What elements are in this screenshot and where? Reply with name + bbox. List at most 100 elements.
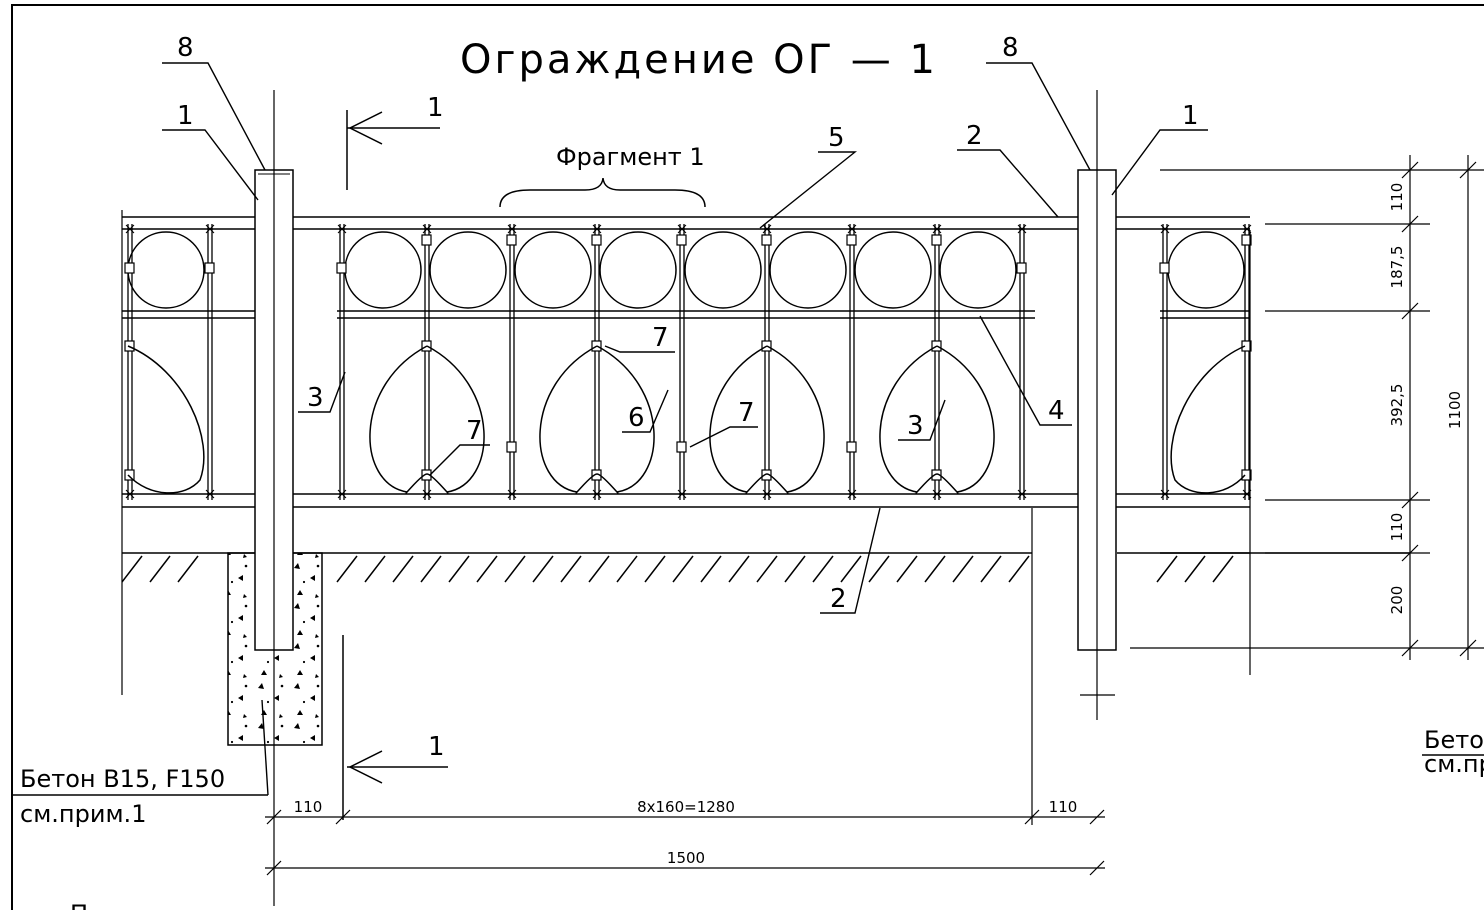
ground-hatch-stroke bbox=[728, 555, 750, 583]
clamp-bracket bbox=[124, 469, 135, 481]
ring-ornament bbox=[429, 231, 507, 309]
vdim-187-5: 187,5 bbox=[1388, 246, 1406, 289]
callout-post-left: 8 bbox=[177, 33, 194, 63]
fragment-label: Фрагмент 1 bbox=[556, 143, 705, 171]
ground-hatch-stroke bbox=[1008, 555, 1030, 583]
vdim-110-top: 110 bbox=[1388, 183, 1406, 212]
concrete-note: Бетон В15, F150 bbox=[20, 765, 225, 793]
heart-ornament-half-left bbox=[127, 345, 205, 494]
ring-ornament bbox=[599, 231, 677, 309]
dimension-tick bbox=[1401, 639, 1419, 657]
weld-mark bbox=[932, 489, 942, 499]
clamp-bracket bbox=[1241, 469, 1252, 481]
section-marker-top bbox=[346, 110, 440, 190]
callout-post-right: 8 bbox=[1002, 33, 1019, 63]
ground-hatch-stroke bbox=[868, 555, 890, 583]
heart-ornament bbox=[879, 345, 995, 494]
dimension-tick bbox=[1401, 215, 1419, 233]
ground-hatch-stroke bbox=[588, 555, 610, 583]
clamp-bracket bbox=[931, 234, 942, 246]
clamp-bracket bbox=[761, 234, 772, 246]
see-note-right: см.пр bbox=[1424, 750, 1484, 778]
clamp-bracket bbox=[421, 234, 432, 246]
ground-hatch-stroke bbox=[1212, 555, 1234, 583]
clamp-bracket bbox=[1241, 340, 1252, 352]
weld-mark bbox=[337, 224, 347, 234]
ground-hatch-stroke bbox=[420, 555, 442, 583]
ground-hatch-stroke bbox=[364, 555, 386, 583]
dimension-tick bbox=[266, 809, 282, 825]
ground-hatch-stroke bbox=[756, 555, 778, 583]
callout-clamp-b: 7 bbox=[738, 398, 755, 428]
weld-mark bbox=[507, 489, 517, 499]
clamp-bracket bbox=[506, 441, 517, 453]
ring-ornament bbox=[514, 231, 592, 309]
ground-hatch-stroke bbox=[812, 555, 834, 583]
ground-hatch-stroke bbox=[121, 555, 143, 583]
ring-ornament bbox=[1167, 231, 1245, 309]
clamp-bracket bbox=[591, 234, 602, 246]
weld-mark bbox=[592, 489, 602, 499]
ring-ornament bbox=[684, 231, 762, 309]
clamp-bracket bbox=[204, 262, 215, 274]
weld-mark bbox=[592, 224, 602, 234]
hdim-110-left: 110 bbox=[294, 798, 323, 816]
dimension-tick bbox=[1401, 544, 1419, 562]
ground-hatch-stroke bbox=[476, 555, 498, 583]
clamp-bracket bbox=[676, 234, 687, 246]
weld-mark bbox=[422, 489, 432, 499]
weld-mark bbox=[847, 489, 857, 499]
see-note: см.прим.1 bbox=[20, 800, 146, 828]
callout-midrail: 4 bbox=[1048, 396, 1065, 426]
dimension-tick bbox=[1401, 161, 1419, 179]
vdim-1100: 1100 bbox=[1446, 391, 1464, 429]
ground-hatch-stroke bbox=[644, 555, 666, 583]
vdim-110-bottom: 110 bbox=[1388, 513, 1406, 542]
posts bbox=[254, 90, 1117, 906]
section-marker-bottom bbox=[342, 635, 448, 820]
weld-mark bbox=[677, 224, 687, 234]
heart-ornament bbox=[539, 345, 655, 494]
drawing-frame bbox=[11, 4, 1484, 910]
ground-hatch-stroke bbox=[840, 555, 862, 583]
ground-hatch-stroke bbox=[1156, 555, 1178, 583]
clamp-bracket bbox=[846, 441, 857, 453]
callout-one-left: 1 bbox=[177, 101, 194, 131]
ground-hatch-stroke bbox=[1184, 555, 1206, 583]
weld-mark bbox=[677, 489, 687, 499]
callout-leaders bbox=[162, 62, 1208, 614]
callout-one-right: 1 bbox=[1182, 101, 1199, 131]
ring-ornament bbox=[344, 231, 422, 309]
dimension-tick bbox=[1401, 302, 1419, 320]
hdim-1280: 8х160=1280 bbox=[637, 798, 735, 816]
clamp-bracket bbox=[1159, 262, 1170, 274]
concrete-note-leader bbox=[12, 699, 1484, 796]
clamp-bracket bbox=[336, 262, 347, 274]
weld-mark bbox=[125, 489, 135, 499]
clamp-bracket bbox=[506, 234, 517, 246]
heart-ornament-half-right bbox=[1170, 345, 1246, 494]
ground-hatch-stroke bbox=[700, 555, 722, 583]
extension-lines bbox=[121, 210, 1251, 825]
ground-hatch-stroke bbox=[672, 555, 694, 583]
ground-hatch-stroke bbox=[560, 555, 582, 583]
dimension-tick bbox=[335, 809, 351, 825]
horizontal-dimensions bbox=[265, 809, 1105, 876]
clamp-bracket bbox=[1016, 262, 1027, 274]
callout-bar-right: 3 bbox=[907, 411, 924, 441]
vertical-dimensions bbox=[1130, 155, 1484, 660]
ground-hatch-stroke bbox=[392, 555, 414, 583]
ring-ornament bbox=[769, 231, 847, 309]
weld-mark bbox=[1017, 224, 1027, 234]
callout-clamp-a: 7 bbox=[652, 323, 669, 353]
ground-hatch-stroke bbox=[980, 555, 1002, 583]
ground-hatch-stroke bbox=[924, 555, 946, 583]
clamp-bracket bbox=[761, 469, 772, 481]
hdim-1500: 1500 bbox=[667, 849, 705, 867]
ground bbox=[121, 552, 1410, 583]
ground-hatch-stroke bbox=[616, 555, 638, 583]
section-label-bottom: 1 bbox=[428, 732, 445, 762]
ground-hatch-stroke bbox=[532, 555, 554, 583]
concrete-note-right: Бето bbox=[1424, 726, 1484, 754]
